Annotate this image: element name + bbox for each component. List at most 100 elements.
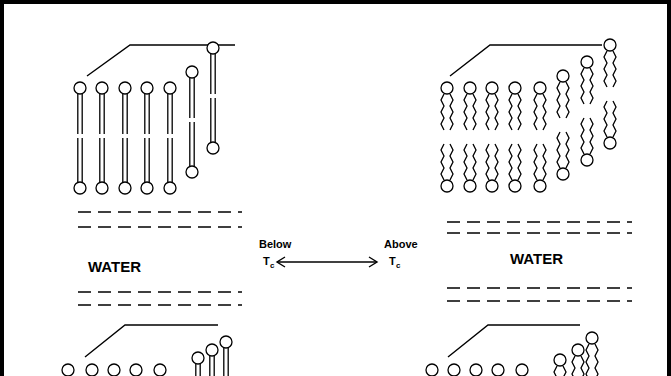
lipid-tail: [557, 82, 560, 118]
water-dash: [447, 300, 632, 301]
lipid-tail: [495, 94, 498, 130]
lipid-tail: [534, 144, 537, 180]
lipid-tail: [518, 144, 521, 180]
water-dash: [447, 221, 632, 222]
lipid-head: [534, 82, 546, 94]
lipid-head: [74, 182, 86, 194]
lipid-tail: [534, 94, 537, 130]
water-dash: [78, 304, 242, 305]
lipid-tail: [223, 348, 224, 376]
lipid-tail: [509, 144, 512, 180]
water-label: WATER: [88, 259, 141, 274]
lipid-tail: [210, 98, 211, 142]
lipid-head: [119, 182, 131, 194]
lipid-tail: [581, 68, 584, 104]
lipid-head: [586, 332, 598, 344]
lipid-tail: [566, 82, 569, 118]
lipid-tail: [566, 132, 569, 168]
lipid-head: [74, 82, 86, 94]
lipid-head: [581, 154, 593, 166]
lipid-tail: [554, 366, 557, 376]
lipid-head: [448, 364, 460, 376]
lipid-head: [557, 168, 569, 180]
lipid-tail: [450, 94, 453, 130]
lipid-tail: [122, 138, 123, 182]
lipid-head: [130, 364, 142, 376]
lipid-head: [96, 182, 108, 194]
lipid-head: [604, 39, 616, 51]
water-dash: [78, 226, 242, 227]
lipid-head: [604, 137, 616, 149]
lipid-head: [426, 364, 438, 376]
lipid-tail: [518, 94, 521, 130]
lipid-head: [86, 364, 98, 376]
lipid-tail: [127, 138, 128, 182]
water-dash: [78, 211, 242, 212]
transition-arrow: [277, 261, 377, 262]
lipid-tail: [215, 54, 216, 94]
lipid-tail: [172, 138, 173, 182]
lipid-tail: [543, 144, 546, 180]
lipid-tail: [189, 122, 190, 166]
lipid-tail: [189, 78, 190, 118]
lipid-tail: [144, 94, 145, 134]
lipid-head: [220, 336, 232, 348]
lipid-tail: [604, 51, 607, 87]
temperature-subscript: c: [270, 262, 274, 270]
lipid-tail: [495, 144, 498, 180]
lipid-head: [572, 344, 584, 356]
lipid-tail: [464, 94, 467, 130]
lipid-tail: [464, 144, 467, 180]
lipid-head: [207, 142, 219, 154]
lipid-tail: [441, 144, 444, 180]
lipid-head: [516, 364, 528, 376]
lipid-head: [486, 82, 498, 94]
lipid-tail: [557, 132, 560, 168]
water-dash: [447, 287, 632, 288]
lipid-head: [119, 82, 131, 94]
lipid-tail: [99, 138, 100, 182]
lipid-head: [441, 180, 453, 192]
lipid-tail: [590, 68, 593, 104]
temperature-subscript: c: [396, 262, 400, 270]
lipid-tail: [604, 101, 607, 137]
lipid-head: [154, 364, 166, 376]
temperature-symbol: T: [263, 256, 270, 267]
lipid-tail: [486, 94, 489, 130]
lipid-head: [509, 180, 521, 192]
lipid-tail: [509, 94, 512, 130]
lipid-head: [62, 364, 74, 376]
lipid-tail: [194, 78, 195, 118]
lipid-head: [492, 364, 504, 376]
lipid-head: [186, 66, 198, 78]
lipid-head: [206, 344, 218, 356]
lipid-head: [441, 82, 453, 94]
lipid-tail: [595, 344, 598, 376]
lipid-tail: [473, 94, 476, 130]
lipid-tail: [200, 364, 201, 376]
arrow-head: [369, 257, 377, 267]
water-dash: [78, 291, 242, 292]
lipid-tail: [590, 118, 593, 154]
temperature-symbol: T: [389, 256, 396, 267]
lipid-tail: [486, 144, 489, 180]
lipid-tail: [228, 348, 229, 376]
bilayer-edge: [450, 45, 602, 76]
bilayer-edge: [448, 325, 580, 357]
lipid-tail: [581, 356, 584, 376]
lipid-tail: [195, 364, 196, 376]
lipid-tail: [77, 94, 78, 134]
lipid-head: [470, 364, 482, 376]
lipid-head: [141, 182, 153, 194]
arrow-head: [277, 257, 285, 267]
lipid-tail: [563, 366, 566, 376]
lipid-tail: [149, 138, 150, 182]
lipid-tail: [473, 144, 476, 180]
lipid-head: [192, 352, 204, 364]
lipid-tail: [209, 356, 210, 376]
lipid-head: [581, 56, 593, 68]
lipid-tail: [172, 94, 173, 134]
lipid-tail: [104, 138, 105, 182]
